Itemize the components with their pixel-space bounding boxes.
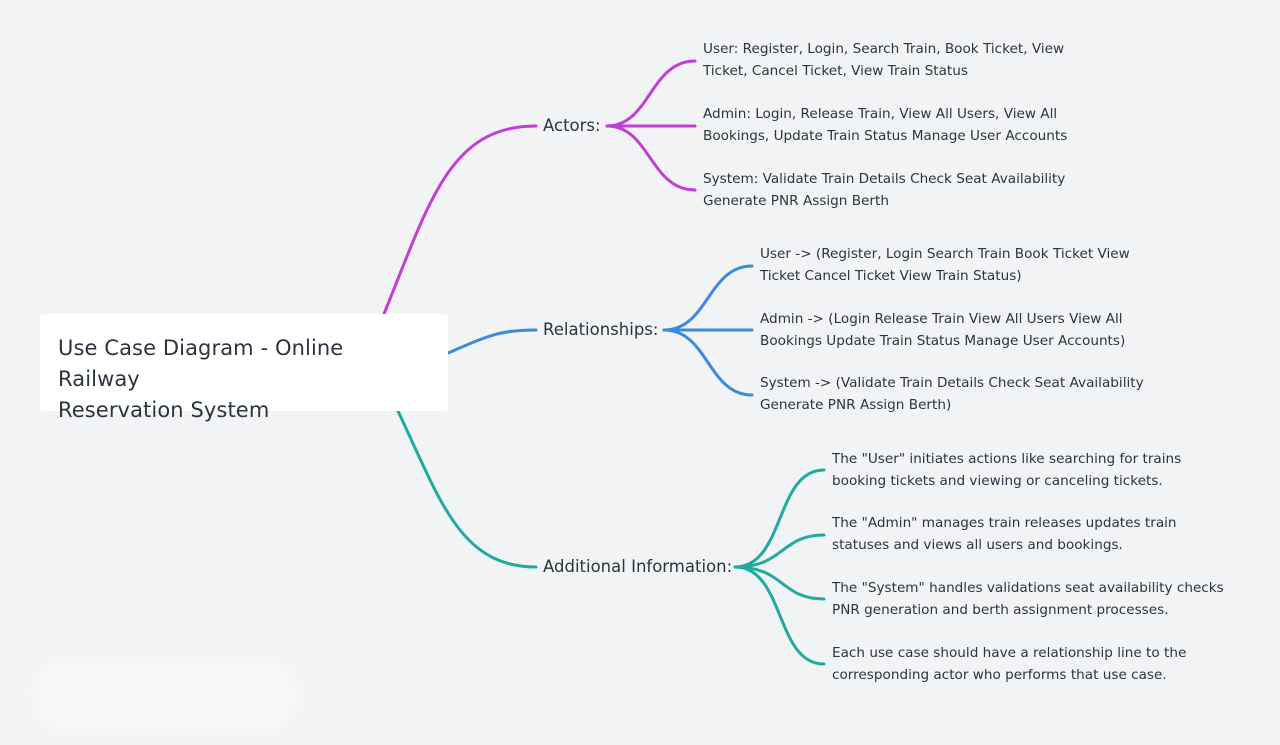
leaf-line: corresponding actor who performs that us… (832, 666, 1167, 683)
leaf-line: System -> (Validate Train Details Check … (760, 375, 1144, 391)
root-title-line-2: Reservation System (58, 398, 270, 422)
branch-relationships-label[interactable]: Relationships: (543, 320, 659, 339)
branch-additional-information-label[interactable]: Additional Information: (543, 557, 733, 576)
additional-to-user-line (733, 468, 826, 569)
additional-each-use-case-item[interactable]: Each use case should have a relationship… (832, 643, 1186, 686)
actors-to-user-line (605, 59, 697, 128)
additional-admin-item[interactable]: The "Admin" manages train releases updat… (832, 513, 1177, 556)
leaf-line: Ticket Cancel Ticket View Train Status) (760, 267, 1022, 284)
actors-user-item[interactable]: User: Register, Login, Search Train, Boo… (703, 39, 1064, 82)
leaf-line: The "System" handles validations seat av… (832, 580, 1224, 596)
actors-system-item[interactable]: System: Validate Train Details Check Sea… (703, 169, 1065, 212)
leaf-line: The "Admin" manages train releases updat… (832, 515, 1177, 531)
additional-to-each-use-case-line (733, 565, 826, 666)
leaf-line: Admin -> (Login Release Train View All U… (760, 311, 1123, 327)
leaf-line: Each use case should have a relationship… (832, 645, 1187, 661)
leaf-line: User -> (Register, Login Search Train Bo… (760, 246, 1130, 262)
leaf-line: Generate PNR Assign Berth) (760, 396, 952, 413)
leaf-line: User: Register, Login, Search Train, Boo… (703, 41, 1065, 57)
root-to-additional-info-line (396, 409, 538, 569)
leaf-line: PNR generation and berth assignment proc… (832, 601, 1169, 618)
leaf-line: Bookings, Update Train Status Manage Use… (703, 127, 1068, 144)
blurred-overlay (30, 655, 300, 735)
root-to-relationships-line (446, 328, 538, 355)
root-topic-node[interactable]: Use Case Diagram - Online Railway Reserv… (40, 314, 448, 422)
leaf-line: Bookings Update Train Status Manage User… (760, 332, 1126, 349)
leaf-line: Admin: Login, Release Train, View All Us… (703, 106, 1058, 122)
relationships-to-system-line (662, 328, 754, 397)
relationships-admin-item[interactable]: Admin -> (Login Release Train View All U… (760, 309, 1125, 352)
root-title-line-1: Use Case Diagram - Online Railway (58, 336, 344, 391)
leaf-line: booking tickets and viewing or canceling… (832, 472, 1163, 489)
actors-to-system-line (605, 124, 697, 192)
relationships-to-user-line (662, 264, 754, 332)
additional-system-item[interactable]: The "System" handles validations seat av… (832, 578, 1224, 621)
leaf-line: System: Validate Train Details Check Sea… (703, 171, 1066, 187)
root-to-actors-line (382, 124, 538, 316)
additional-to-system-line (733, 565, 826, 601)
branch-actors-label[interactable]: Actors: (543, 116, 601, 135)
relationships-user-item[interactable]: User -> (Register, Login Search Train Bo… (760, 244, 1130, 287)
leaf-line: Ticket, Cancel Ticket, View Train Status (703, 62, 968, 79)
actors-admin-item[interactable]: Admin: Login, Release Train, View All Us… (703, 104, 1067, 147)
leaf-line: The "User" initiates actions like search… (832, 451, 1182, 467)
leaf-line: statuses and views all users and booking… (832, 536, 1123, 553)
additional-to-admin-line (733, 533, 826, 569)
leaf-line: Generate PNR Assign Berth (703, 192, 889, 209)
relationships-system-item[interactable]: System -> (Validate Train Details Check … (760, 373, 1144, 416)
additional-user-item[interactable]: The "User" initiates actions like search… (832, 449, 1181, 492)
